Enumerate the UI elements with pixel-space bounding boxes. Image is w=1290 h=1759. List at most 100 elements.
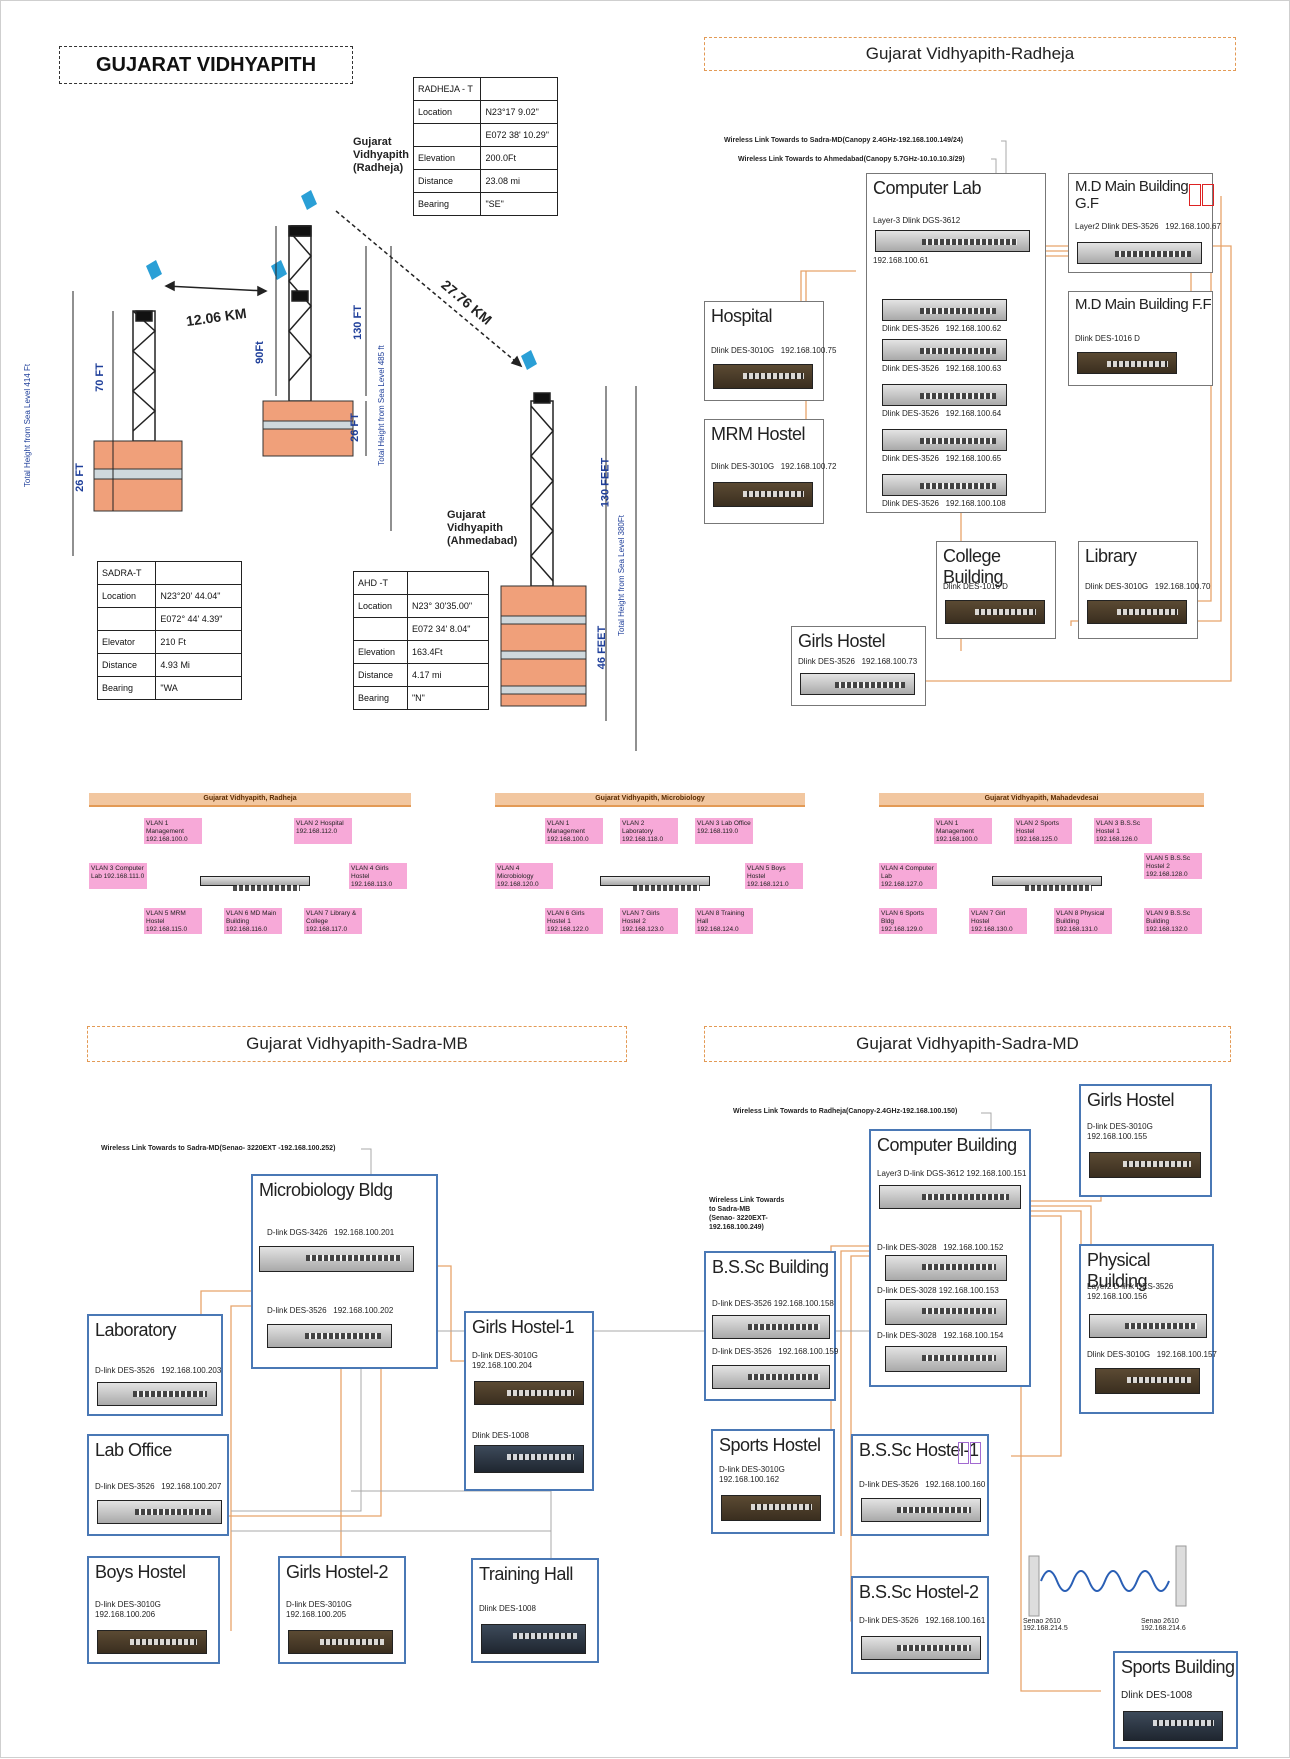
- table-cell: E072 34' 8.04": [406, 617, 490, 641]
- table-cell: N23° 30'35.00": [406, 594, 490, 618]
- vlan-item: VLAN 7 Library & College 192.168.117.0: [304, 908, 362, 934]
- senao-1-label: Senao 2610 192.168.214.5: [1023, 1618, 1068, 1632]
- table-cell: E072° 44' 4.39": [155, 607, 242, 631]
- library-spec: Dlink DES-3010G 192.168.100.70: [1085, 582, 1211, 591]
- radheja-section-title: Gujarat Vidhyapith-Radheja: [704, 37, 1236, 71]
- computer-building-switch-spec: D-link DES-3028 192.168.100.153: [877, 1286, 999, 1295]
- vlan-item: VLAN 4 Computer Lab 192.168.127.0: [879, 863, 937, 889]
- laboratory-box: Laboratory D-link DES-3526 192.168.100.2…: [87, 1314, 223, 1416]
- switch: [882, 384, 1007, 406]
- vlan-group-title: Gujarat Vidhyapith, Radheja: [89, 793, 411, 807]
- vlan-item: VLAN 5 Boys Hostel 192.168.121.0: [745, 863, 803, 889]
- vlan-switch: [200, 876, 310, 891]
- bssc-building-name: B.S.Sc Building: [712, 1257, 829, 1277]
- total-height-left: Total Height from Sea Level 414 Ft: [23, 363, 33, 488]
- table-cell: N23°20' 44.04": [155, 584, 242, 608]
- sports-hostel-box: Sports Hostel D-link DES-3010G 192.168.1…: [711, 1429, 835, 1534]
- boys-hostel-box: Boys Hostel D-link DES-3010G 192.168.100…: [87, 1556, 220, 1664]
- vlan-item: VLAN 7 Girls Hostel 2 192.168.123.0: [620, 908, 678, 934]
- switch: [1089, 1152, 1201, 1178]
- table-cell: Distance: [96, 653, 157, 677]
- bssc-hostel-1-spec: D-link DES-3526 192.168.100.160: [859, 1480, 986, 1489]
- switch: [712, 1365, 830, 1389]
- radheja-wireless-2: Wireless Link Towards to Ahmedabad(Canop…: [738, 156, 965, 163]
- girls-hostel-1-name: Girls Hostel-1: [472, 1317, 575, 1337]
- height-46feet-label: 46 FEET: [596, 625, 609, 670]
- microbiology-box: Microbiology Bldg D-link DGS-3426 192.16…: [251, 1174, 438, 1369]
- laboratory-spec: D-link DES-3526 192.168.100.203: [95, 1366, 222, 1375]
- senao-2-label: Senao 2610 192.168.214.6: [1141, 1618, 1186, 1632]
- table-cell: [412, 123, 482, 147]
- table-cell: Location: [412, 100, 482, 124]
- md-ff-name: M.D Main Building F.F: [1075, 296, 1212, 313]
- girls-hostel-radheja-box: Girls Hostel Dlink DES-3526 192.168.100.…: [791, 626, 926, 706]
- vlan-item: VLAN 3 Computer Lab 192.168.111.0: [89, 863, 147, 889]
- vlan-group-title: Gujarat Vidhyapith, Microbiology: [495, 793, 805, 807]
- hospital-box: Hospital Dlink DES-3010G 192.168.100.75: [704, 301, 836, 401]
- switch: [879, 1185, 1021, 1209]
- table-title: RADHEJA - T: [412, 77, 482, 101]
- bssc-hostel-2-box: B.S.Sc Hostel-2 D-link DES-3526 192.168.…: [851, 1576, 989, 1674]
- computer-building-box: Computer Building Layer3 D-link DGS-3612…: [869, 1129, 1031, 1387]
- table-cell: [96, 607, 157, 631]
- table-cell: "SE": [480, 192, 558, 216]
- table-cell: 23.08 mi: [480, 169, 558, 193]
- height-26b-label: 26 FT: [348, 413, 361, 442]
- physical-building-box: Physical Building Layer2 D-link DES-3526…: [1079, 1244, 1217, 1414]
- training-hall-name: Training Hall: [479, 1564, 573, 1584]
- computer-building-spec: Layer3 D-link DGS-3612 192.168.100.151: [877, 1169, 1027, 1178]
- table-cell: 210 Ft: [155, 630, 242, 654]
- switch: [885, 1346, 1007, 1372]
- girls-hostel-2-box: Girls Hostel-2 D-link DES-3010G 192.168.…: [278, 1556, 406, 1664]
- switch: [1089, 1314, 1207, 1338]
- vlan-item: VLAN 6 MD Main Building 192.168.116.0: [224, 908, 282, 934]
- switch-spec: Dlink DES-3526 192.168.100.65: [882, 454, 1002, 463]
- bssc-building-box: B.S.Sc Building D-link DES-3526 192.168.…: [704, 1251, 838, 1401]
- table-title: AHD -T: [353, 571, 408, 595]
- switch: [882, 474, 1007, 496]
- vlan-item: VLAN 3 B.S.Sc Hostel 1 192.168.126.0: [1094, 818, 1152, 844]
- vlan-item: VLAN 4 Microbiology 192.168.120.0: [495, 863, 553, 889]
- switch: [861, 1498, 981, 1522]
- training-hall-box: Training Hall Dlink DES-1008: [471, 1558, 599, 1663]
- sadra-md-wireless-2: Wireless Link Towards to Sadra-MB (Senao…: [709, 1197, 785, 1231]
- switch: [481, 1624, 586, 1654]
- sports-hostel-spec: D-link DES-3010G 192.168.100.162: [719, 1465, 785, 1484]
- training-hall-spec: Dlink DES-1008: [479, 1604, 536, 1613]
- vlan-item: VLAN 2 Hospital 192.168.112.0: [294, 818, 352, 844]
- computer-lab-spec: Layer-3 Dlink DGS-3612: [873, 216, 961, 225]
- girls-hostel-radheja-name: Girls Hostel: [798, 631, 886, 651]
- sports-building-box: Sports Building Dlink DES-1008: [1113, 1651, 1238, 1749]
- computer-building-switch-spec: D-link DES-3028 192.168.100.154: [877, 1331, 1004, 1340]
- girls-hostel-2-name: Girls Hostel-2: [286, 1562, 389, 1582]
- radheja-tower-label: Gujarat Vidhyapith (Radheja): [353, 136, 410, 174]
- bssc-hostel-2-name: B.S.Sc Hostel-2: [859, 1582, 979, 1602]
- total-height-mid: Total Height from Sea Level 485 ft: [376, 345, 386, 466]
- lab-office-name: Lab Office: [95, 1440, 172, 1460]
- girls-hostel-1-spec-2: Dlink DES-1008: [472, 1431, 529, 1440]
- laboratory-name: Laboratory: [95, 1320, 177, 1340]
- table-cell: "N": [406, 686, 490, 710]
- library-name: Library: [1085, 546, 1137, 566]
- vlan-item: VLAN 1 Management 192.168.100.0: [144, 818, 202, 844]
- layer3-switch: [875, 230, 1030, 252]
- boys-hostel-spec: D-link DES-3010G 192.168.100.206: [95, 1600, 161, 1619]
- girls-hostel-md-name: Girls Hostel: [1087, 1090, 1175, 1110]
- md-gf-box: M.D Main Building G.F Layer2 Dlink DES-3…: [1068, 173, 1221, 273]
- switch: [97, 1630, 207, 1654]
- computer-lab-ip: 192.168.100.61: [873, 256, 929, 265]
- switch: [882, 299, 1007, 321]
- physical-building-name: Physical Building: [1087, 1250, 1151, 1291]
- girls-hostel-md-spec: D-link DES-3010G 192.168.100.155: [1087, 1122, 1153, 1141]
- md-ff-box: M.D Main Building F.F Dlink DES-1016 D: [1068, 291, 1213, 386]
- switch: [713, 482, 813, 507]
- table-cell: Elevator: [96, 630, 157, 654]
- boys-hostel-name: Boys Hostel: [95, 1562, 186, 1582]
- switch: [945, 600, 1045, 624]
- table-cell: Elevation: [412, 146, 482, 170]
- switch: [97, 1382, 217, 1406]
- vlan-item: VLAN 8 Physical Building 192.168.131.0: [1054, 908, 1112, 934]
- table-cell: Distance: [353, 663, 408, 687]
